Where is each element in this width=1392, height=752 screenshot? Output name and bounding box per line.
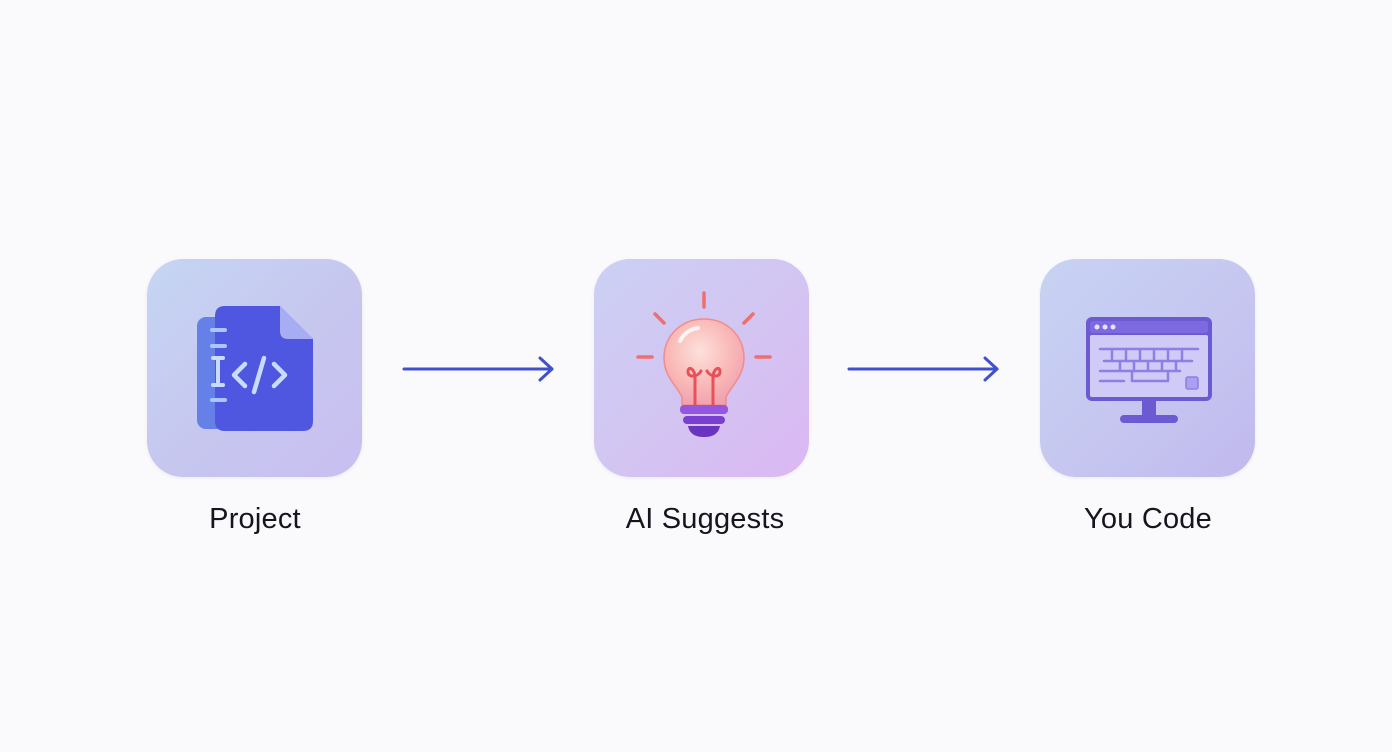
step-ai-suggests-tile bbox=[594, 259, 809, 477]
step-project-label: Project bbox=[209, 503, 301, 535]
step-project-tile bbox=[147, 259, 362, 477]
step-you-code-label: You Code bbox=[1084, 503, 1212, 535]
code-file-icon bbox=[197, 306, 313, 431]
arrow-right-icon bbox=[402, 356, 554, 382]
arrow-right-icon bbox=[847, 356, 999, 382]
step-ai-suggests-label: AI Suggests bbox=[625, 503, 785, 535]
monitor-keyboard-icon bbox=[1086, 317, 1212, 423]
lightbulb-icon bbox=[636, 291, 772, 437]
step-you-code-tile bbox=[1040, 259, 1255, 477]
